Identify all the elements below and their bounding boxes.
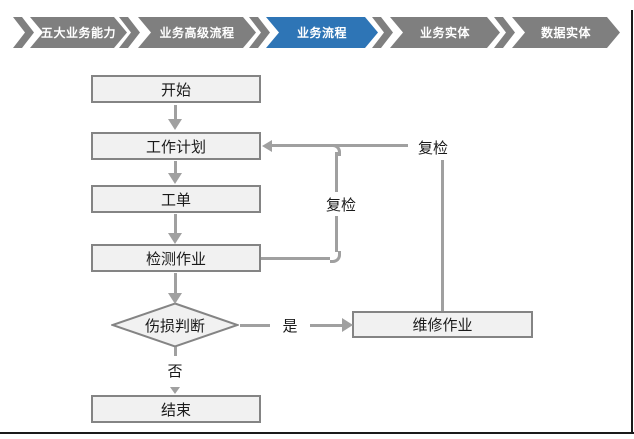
nav-item-business-process-active[interactable]: 业务流程 <box>266 17 378 48</box>
edge-label-recheck-inner: 复检 <box>318 192 364 216</box>
edge-label-text: 复检 <box>417 139 448 157</box>
nav-item-label: 业务流程 <box>296 26 347 40</box>
node-label: 维修作业 <box>412 317 473 334</box>
nav-item-label: 业务高级流程 <box>159 26 235 40</box>
connector-recheck-top <box>270 144 408 147</box>
connector-recheck-inner-lower <box>335 216 338 252</box>
nav-item-business-entity[interactable]: 业务实体 <box>390 17 500 48</box>
slide-bottom-border <box>0 432 634 434</box>
node-start: 开始 <box>91 75 261 103</box>
decision-diamond-shape <box>111 302 239 348</box>
connector-order-inspect <box>174 214 177 234</box>
connector-yes-right <box>310 324 342 327</box>
edge-label-recheck-outer: 复检 <box>410 135 456 159</box>
connector-yes-left <box>240 324 270 327</box>
node-label: 开始 <box>160 81 191 99</box>
node-inspect: 检测作业 <box>91 244 261 272</box>
connector-no <box>174 347 177 356</box>
node-order: 工单 <box>91 185 261 213</box>
nav-item-label: 五大业务能力 <box>40 26 116 40</box>
connector-inspect-decision <box>174 273 177 294</box>
node-label: 工单 <box>160 191 191 209</box>
node-plan: 工作计划 <box>91 132 261 160</box>
arrowhead-down-icon <box>168 233 182 244</box>
node-decision: 伤损判断 <box>111 302 239 348</box>
edge-label-text: 否 <box>167 362 183 380</box>
connector-recheck-outer-vertical <box>441 160 444 311</box>
arrowhead-left-icon <box>262 140 272 152</box>
connector-recheck-bottom <box>261 257 330 260</box>
connector-elbow <box>330 251 341 263</box>
node-label: 伤损判断 <box>144 317 205 335</box>
node-label: 结束 <box>160 401 191 419</box>
nav-item-data-entity[interactable]: 数据实体 <box>512 17 620 48</box>
node-label: 工作计划 <box>145 138 206 156</box>
connector-start-plan <box>174 105 177 121</box>
edge-label-text: 复检 <box>325 196 356 214</box>
arrowhead-down-icon <box>168 173 182 184</box>
slide-right-border <box>631 10 633 434</box>
node-label: 检测作业 <box>145 250 206 268</box>
edge-label-yes: 是 <box>276 314 304 336</box>
connector-plan-order <box>174 161 177 174</box>
nav-item-label: 数据实体 <box>540 26 591 40</box>
node-end: 结束 <box>91 395 261 423</box>
node-repair: 维修作业 <box>352 311 533 338</box>
chevron-lead-icon <box>13 17 34 48</box>
edge-label-no: 否 <box>161 358 189 382</box>
connector-recheck-inner-upper <box>335 152 338 192</box>
nav-item-label: 业务实体 <box>419 26 470 40</box>
nav-item-highlevel-process[interactable]: 业务高级流程 <box>138 17 256 48</box>
arrowhead-down-icon <box>168 119 182 130</box>
connector-elbow <box>330 144 341 156</box>
arrowhead-down-icon <box>168 293 182 304</box>
arrowhead-down-icon <box>170 387 180 394</box>
edge-label-text: 是 <box>282 317 298 335</box>
nav-item-business-capabilities[interactable]: 五大业务能力 <box>30 17 127 48</box>
arrowhead-right-icon <box>342 318 353 332</box>
